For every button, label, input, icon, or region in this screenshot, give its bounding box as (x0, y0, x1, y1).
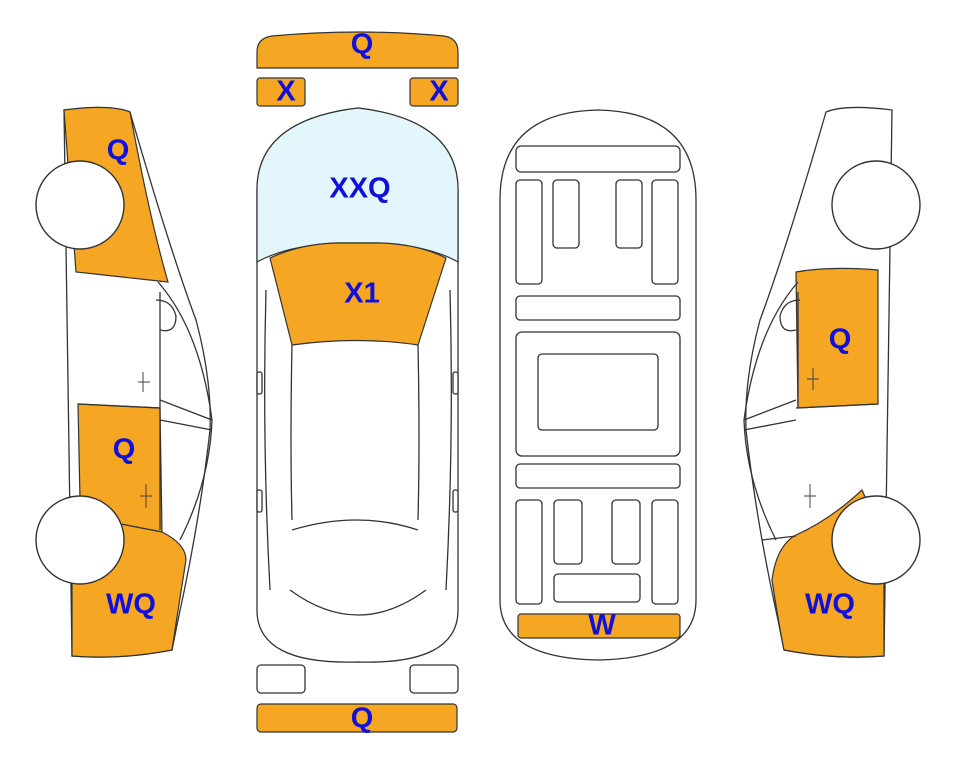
hood-panel[interactable] (269, 242, 447, 346)
top-right-handle (452, 371, 459, 395)
top-left-handle (256, 371, 263, 395)
underside-front-left-rail (515, 179, 543, 285)
underside-rear-panel[interactable] (517, 613, 681, 639)
left-rear-door-code: Q (113, 434, 136, 466)
right-rear-door-panel[interactable] (795, 267, 879, 409)
left-door-handle-rear (140, 484, 152, 508)
front-bumper-code: Q (351, 29, 374, 61)
right-side-window-lines (743, 281, 879, 541)
underside-front-bar (515, 145, 681, 173)
left-side-window-lines (77, 281, 213, 541)
left-door-handle-front (138, 372, 150, 392)
left-mirror-shape (155, 299, 177, 332)
hood-code: X1 (344, 278, 379, 310)
right-rear-wheel[interactable] (831, 495, 921, 585)
rear-bumper-panel[interactable] (256, 703, 458, 733)
underside-rear-left-rail (515, 499, 543, 605)
left-side-view: Q Q WQ (35, 106, 213, 658)
top-right-handle-2 (452, 489, 459, 513)
top-left-handle-2 (256, 489, 263, 513)
left-mirror-panel[interactable] (256, 77, 306, 107)
left-mirror-code: X (276, 76, 296, 108)
underside-front-mid-right (615, 179, 643, 249)
right-mirror-code: X (429, 76, 449, 108)
left-rear-quarter-code: WQ (106, 589, 156, 621)
rear-right-light[interactable] (409, 664, 459, 694)
top-view: Q X X XXQ X1 Q (256, 29, 459, 735)
right-mirror-panel[interactable] (409, 77, 459, 107)
underside-rear-code: W (588, 610, 616, 642)
front-bumper-panel[interactable] (256, 31, 459, 69)
underside-front-right-rail (651, 179, 679, 285)
right-rear-door-code: Q (829, 324, 852, 356)
underside-crossmember-1 (515, 295, 681, 321)
underside-center-plate (537, 353, 659, 431)
underside-crossmember-2 (515, 463, 681, 489)
windshield-code: XXQ (329, 173, 390, 205)
right-front-wheel[interactable] (831, 160, 921, 250)
underside-rear-bar (553, 573, 641, 603)
rear-left-light[interactable] (256, 664, 306, 694)
underside-rear-right-rail (651, 499, 679, 605)
rear-bumper-code: Q (351, 703, 374, 735)
top-cabin-lines (264, 289, 452, 591)
underside-rear-mid-right (611, 499, 641, 565)
underside-rear-mid-left (553, 499, 583, 565)
right-door-handle-rear (804, 484, 816, 508)
right-mirror-shape (779, 299, 801, 332)
underside-front-mid-left (552, 179, 580, 249)
right-door-handle-front (807, 368, 819, 390)
rear-window-line (289, 519, 427, 616)
underside-view: W (499, 109, 697, 661)
right-side-view: Q WQ (743, 106, 921, 658)
right-rear-quarter-code: WQ (805, 589, 855, 621)
left-front-fender-code: Q (107, 135, 130, 167)
left-front-wheel[interactable] (35, 160, 125, 250)
left-rear-wheel[interactable] (35, 495, 125, 585)
